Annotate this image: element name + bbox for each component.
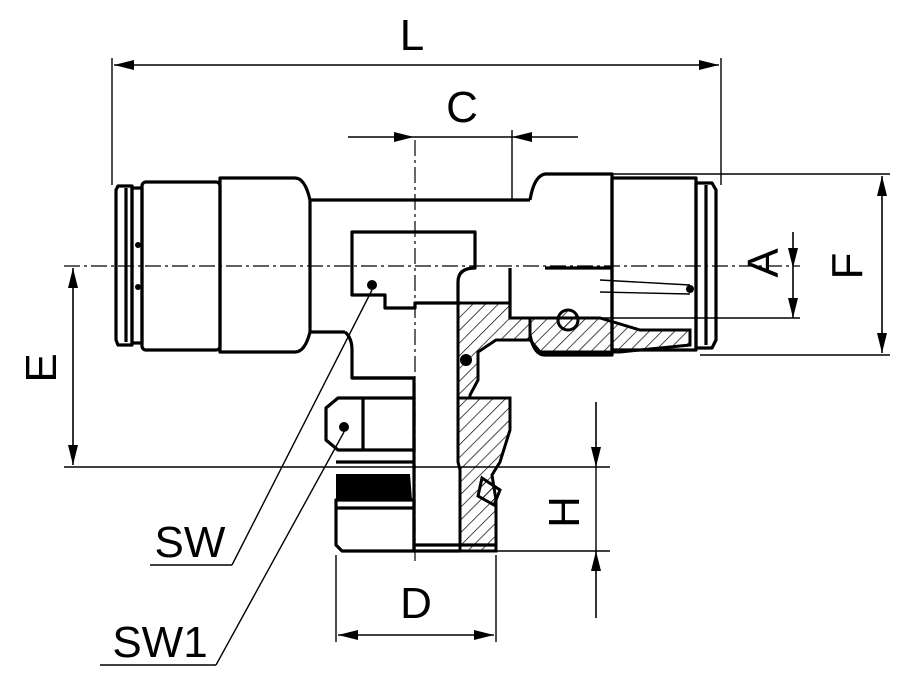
dimension-D: D: [335, 555, 497, 642]
dimension-E: E: [17, 268, 610, 468]
dimension-F: F: [612, 173, 890, 356]
threaded-stem: [334, 398, 496, 553]
dim-label-L: L: [400, 11, 424, 60]
hex-nut: [324, 376, 416, 452]
dim-label-C: C: [446, 83, 478, 132]
dim-label-E: E: [17, 353, 66, 382]
dimension-C: C: [348, 83, 578, 200]
tee-body: [310, 198, 530, 380]
callout-label-sw1: SW1: [112, 618, 207, 667]
dim-label-D: D: [400, 579, 432, 628]
dim-label-H: H: [540, 496, 589, 528]
right-push-in-port: [508, 172, 718, 357]
dimension-H: H: [495, 402, 610, 618]
left-push-in-port: [114, 176, 312, 354]
callout-sw1: SW1: [100, 431, 345, 667]
callout-label-sw: SW: [155, 518, 226, 567]
dimension-L: L: [111, 11, 722, 185]
dimension-A: A: [510, 232, 800, 319]
body-section-hatched: [456, 301, 532, 553]
dim-label-F: F: [823, 253, 872, 280]
dim-label-A: A: [739, 248, 788, 278]
callout-sw: SW: [150, 289, 373, 567]
